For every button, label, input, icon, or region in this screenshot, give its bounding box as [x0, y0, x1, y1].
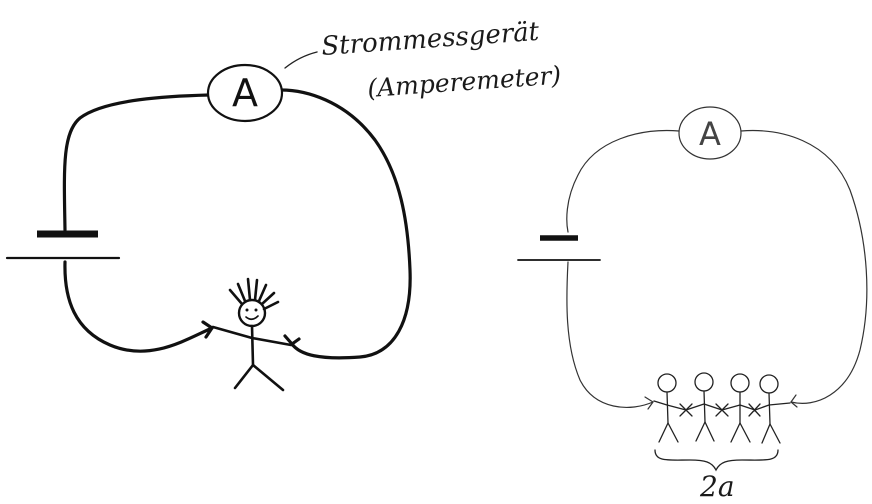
left-circuit: A Strommessgerät (Amperemeter): [5, 17, 562, 392]
ammeter-annotation-line1: Strommessgerät: [320, 17, 540, 62]
left-person-eye-right: [254, 308, 258, 312]
right-arrow-in: [644, 396, 654, 410]
right-person-2-head: [694, 372, 714, 392]
left-person-legs: [233, 363, 285, 392]
right-arrow-out: [790, 394, 798, 408]
left-arrow-in: [201, 320, 214, 339]
group-label: 2a: [699, 470, 735, 503]
left-ammeter-circle: [206, 63, 284, 123]
left-person-figure: [211, 277, 293, 392]
group-brace: [654, 449, 779, 472]
right-people-bodies: [666, 390, 771, 425]
left-person-eye-left: [245, 308, 249, 312]
right-person-4-head: [759, 374, 779, 394]
annotation-pointer: [284, 51, 318, 69]
right-person-3-head: [730, 373, 750, 393]
left-ammeter-symbol: A: [232, 71, 258, 115]
right-person-1-head: [657, 373, 677, 393]
right-ammeter: A: [678, 106, 742, 160]
right-ammeter-symbol: A: [699, 115, 721, 153]
ammeter-annotation-line2: (Amperemeter): [366, 61, 562, 103]
right-battery: [517, 235, 601, 261]
left-person-body: [250, 324, 255, 367]
left-person-hair: [228, 277, 280, 311]
right-circuit: A 2a: [517, 106, 868, 503]
right-people-hands: [679, 403, 761, 417]
left-circuit-wire: [62, 88, 412, 360]
left-battery: [5, 230, 121, 260]
left-ammeter: A: [206, 63, 284, 123]
left-arrow-out: [283, 334, 301, 346]
left-person-mouth: [245, 315, 259, 321]
left-person-arms: [211, 325, 293, 347]
right-people-group: [653, 372, 791, 444]
right-circuit-wire: [566, 129, 868, 408]
right-people-legs: [658, 421, 781, 444]
right-ammeter-circle: [678, 106, 742, 160]
